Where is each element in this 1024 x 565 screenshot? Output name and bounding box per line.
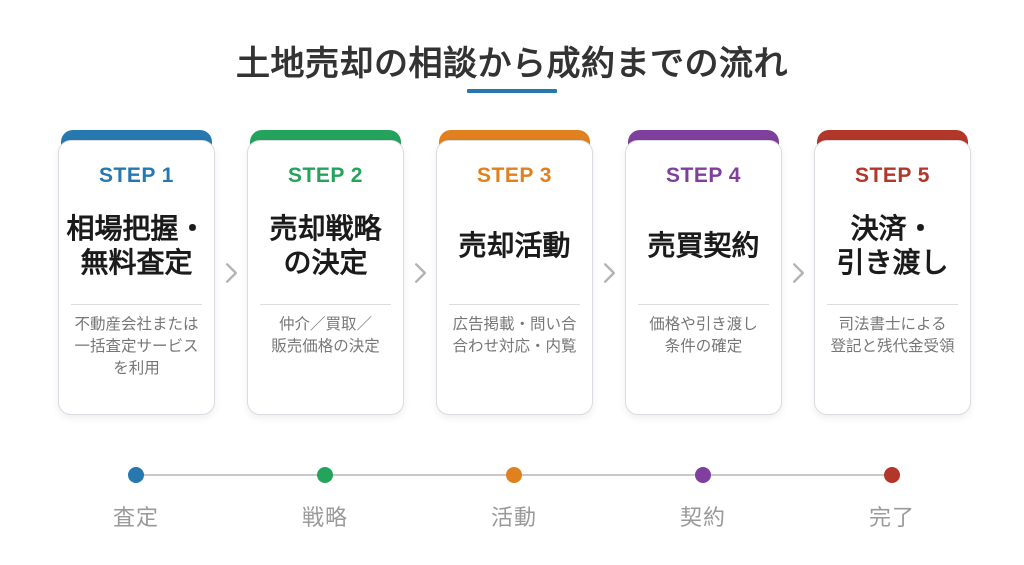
step-label: STEP 3: [477, 164, 552, 187]
timeline-dot: [506, 467, 522, 483]
divider: [638, 304, 769, 305]
step-separator: [782, 130, 814, 415]
timeline-dot: [884, 467, 900, 483]
chevron-right-icon: [792, 262, 804, 283]
timeline-label: 活動: [490, 505, 538, 530]
step-title: 売却戦略 の決定: [269, 212, 382, 278]
divider: [827, 304, 958, 305]
step-description: 価格や引き渡し 条件の確定: [649, 316, 758, 355]
step-card-body: STEP 2 売却戦略 の決定 仲介／買取／ 販売価格の決定: [247, 140, 404, 415]
step-label: STEP 2: [288, 164, 363, 187]
step-description: 広告掲載・問い合 合わせ対応・内覧: [452, 316, 577, 355]
step-description: 不動産会社または 一括査定サービス を利用: [74, 316, 199, 377]
chevron-right-icon: [225, 262, 237, 283]
divider: [260, 304, 391, 305]
step-label: STEP 4: [666, 164, 741, 187]
step-separator: [404, 130, 436, 415]
step-card-3: STEP 3 売却活動 広告掲載・問い合 合わせ対応・内覧: [436, 130, 593, 415]
timeline-label: 完了: [868, 505, 916, 530]
step-title-wrap: 売却活動: [437, 188, 592, 304]
divider: [449, 304, 580, 305]
step-title: 売却活動: [458, 229, 571, 261]
timeline-label: 戦略: [301, 505, 349, 530]
step-card-4: STEP 4 売買契約 価格や引き渡し 条件の確定: [625, 130, 782, 415]
step-title-wrap: 売買契約: [626, 188, 781, 304]
timeline-dot: [695, 467, 711, 483]
step-title: 相場把握・ 無料査定: [66, 212, 207, 278]
chevron-right-icon: [603, 262, 615, 283]
chevron-right-icon: [414, 262, 426, 283]
steps-row: STEP 1 相場把握・ 無料査定 不動産会社または 一括査定サービス を利用 …: [58, 130, 971, 415]
divider: [71, 304, 202, 305]
step-separator: [215, 130, 247, 415]
page-title: 土地売却の相談から成約までの流れ: [236, 45, 788, 83]
step-description: 仲介／買取／ 販売価格の決定: [271, 316, 380, 355]
step-card-body: STEP 4 売買契約 価格や引き渡し 条件の確定: [625, 140, 782, 415]
timeline-dot: [128, 467, 144, 483]
timeline-label: 査定: [112, 505, 160, 530]
step-label: STEP 5: [855, 164, 930, 187]
timeline-label: 契約: [679, 505, 727, 530]
step-title-wrap: 決済・ 引き渡し: [815, 188, 970, 304]
step-title: 決済・ 引き渡し: [836, 212, 949, 278]
step-title: 売買契約: [647, 229, 760, 261]
step-card-body: STEP 3 売却活動 広告掲載・問い合 合わせ対応・内覧: [436, 140, 593, 415]
step-card-2: STEP 2 売却戦略 の決定 仲介／買取／ 販売価格の決定: [247, 130, 404, 415]
step-description: 司法書士による 登記と残代金受領: [830, 316, 955, 355]
step-title-wrap: 相場把握・ 無料査定: [59, 188, 214, 304]
step-card-5: STEP 5 決済・ 引き渡し 司法書士による 登記と残代金受領: [814, 130, 971, 415]
step-card-body: STEP 1 相場把握・ 無料査定 不動産会社または 一括査定サービス を利用: [58, 140, 215, 415]
timeline-dot: [317, 467, 333, 483]
step-card-body: STEP 5 決済・ 引き渡し 司法書士による 登記と残代金受領: [814, 140, 971, 415]
step-separator: [593, 130, 625, 415]
step-card-1: STEP 1 相場把握・ 無料査定 不動産会社または 一括査定サービス を利用: [58, 130, 215, 415]
step-label: STEP 1: [99, 164, 174, 187]
title-underline: [467, 89, 557, 93]
step-title-wrap: 売却戦略 の決定: [248, 188, 403, 304]
